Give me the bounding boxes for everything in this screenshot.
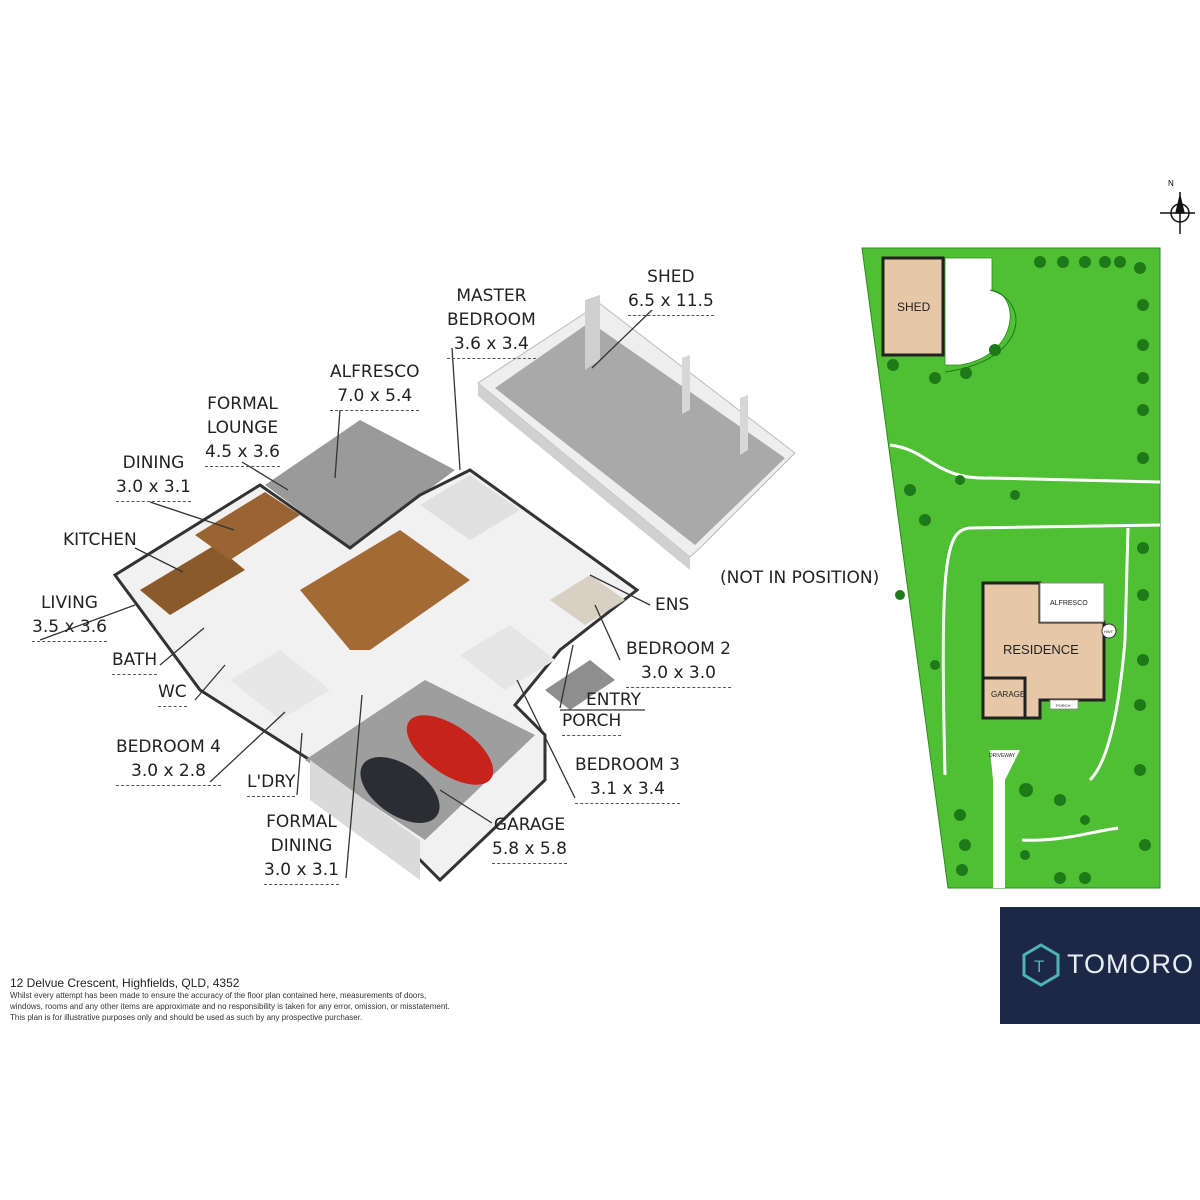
master-dim: 3.6 x 3.4 [447,332,536,359]
label-porch: PORCH [562,709,622,736]
fdining-name2: DINING [270,836,333,856]
master-name2: BEDROOM [447,310,536,330]
bedroom4-name: BEDROOM 4 [116,737,221,757]
label-bedroom2: BEDROOM 2 3.0 x 3.0 [626,637,731,688]
disclaimer-line-1: Whilst every attempt has been made to en… [10,991,427,1000]
lounge-dim: 4.5 x 3.6 [205,440,280,467]
dining-name: DINING [122,453,185,473]
label-formal-lounge: FORMAL LOUNGE 4.5 x 3.6 [205,392,280,467]
bedroom3-dim: 3.1 x 3.4 [575,777,680,804]
alfresco-name: ALFRESCO [330,362,420,382]
label-dining: DINING 3.0 x 3.1 [116,451,191,502]
dining-dim: 3.0 x 3.1 [116,475,191,502]
label-wc: WC [158,680,187,707]
site-alfresco-label: ALFRESCO [1050,600,1088,607]
site-hwt-label: HWT [1104,629,1114,634]
shed-3d [477,295,796,570]
lounge-name2: LOUNGE [206,418,279,438]
compass-north: N [1168,179,1174,188]
tomoro-logo-icon: T [1022,943,1060,987]
label-kitchen: KITCHEN [63,528,137,552]
trees [887,256,1151,884]
ens-name: ENS [655,595,690,615]
bedroom4-dim: 3.0 x 2.8 [116,759,221,786]
label-formal-dining: FORMAL DINING 3.0 x 3.1 [264,810,339,885]
porch-name: PORCH [562,709,622,736]
leader-lines [39,309,653,879]
logo-letter: T [1034,957,1044,976]
kitchen-name: KITCHEN [63,530,137,550]
garage-name: GARAGE [493,815,566,835]
fdining-name1: FORMAL [266,812,337,832]
label-bedroom3: BEDROOM 3 3.1 x 3.4 [575,753,680,804]
label-bedroom4: BEDROOM 4 3.0 x 2.8 [116,735,221,786]
path-upper [889,443,1161,484]
laundry-name: L'DRY [247,770,296,797]
disclaimer-line-3: This plan is for illustrative purposes o… [10,1013,363,1022]
brand-name: TOMORO [1067,949,1194,979]
site-shed-label: SHED [897,300,931,314]
site-alfresco [1039,582,1105,623]
bedroom2-dim: 3.0 x 3.0 [626,661,731,688]
garage-dim: 5.8 x 5.8 [492,837,567,864]
path-lower [941,523,1161,776]
label-living: LIVING 3.5 x 3.6 [32,591,107,642]
disclaimer-line-2: windows, rooms and any other items are a… [10,1002,450,1011]
site-garage [981,676,1027,720]
compass-icon [1160,192,1195,234]
label-bath: BATH [112,648,158,675]
fdining-dim: 3.0 x 3.1 [264,858,339,885]
label-garage: GARAGE 5.8 x 5.8 [492,813,567,864]
site-garage-label: GARAGE [991,690,1025,699]
house-3d [112,468,640,883]
alfresco-floor [265,420,455,548]
site-porch [1049,699,1079,710]
site-residence-label: RESIDENCE [1003,642,1079,657]
disclaimer: Whilst every attempt has been made to en… [10,990,530,1023]
wc-name: WC [158,680,187,707]
site-driveway-label: DRIVEWAY [989,753,1016,759]
label-ens: ENS [655,593,689,617]
site-shed [881,256,945,357]
bath-name: BATH [112,648,158,675]
shed-dim: 6.5 x 11.5 [628,289,714,316]
path-right [1088,527,1130,782]
label-laundry: L'DRY [247,770,296,797]
shed-name: SHED [647,267,695,287]
alfresco-dim: 7.0 x 5.4 [330,384,420,411]
lot-grass [861,247,1161,889]
path-bottom [1021,826,1119,842]
master-name1: MASTER [456,286,527,306]
label-shed: SHED 6.5 x 11.5 [628,265,714,316]
label-master-bedroom: MASTER BEDROOM 3.6 x 3.4 [447,284,536,359]
label-alfresco: ALFRESCO 7.0 x 5.4 [330,360,420,411]
label-entry: ENTRY [586,688,641,712]
entry-name: ENTRY [586,690,641,710]
living-dim: 3.5 x 3.6 [32,615,107,642]
brand-panel: T [1000,907,1200,1024]
not-in-position-note: (NOT IN POSITION) [720,568,880,588]
site-hwt [1101,623,1117,639]
site-porch-label: PORCH [1056,703,1071,708]
driveway-path [990,750,1020,888]
lounge-name1: FORMAL [207,394,278,414]
bedroom2-name: BEDROOM 2 [626,639,731,659]
bedroom3-name: BEDROOM 3 [575,755,680,775]
living-name: LIVING [40,593,98,613]
property-address: 12 Delvue Crescent, Highfields, QLD, 435… [10,976,240,990]
